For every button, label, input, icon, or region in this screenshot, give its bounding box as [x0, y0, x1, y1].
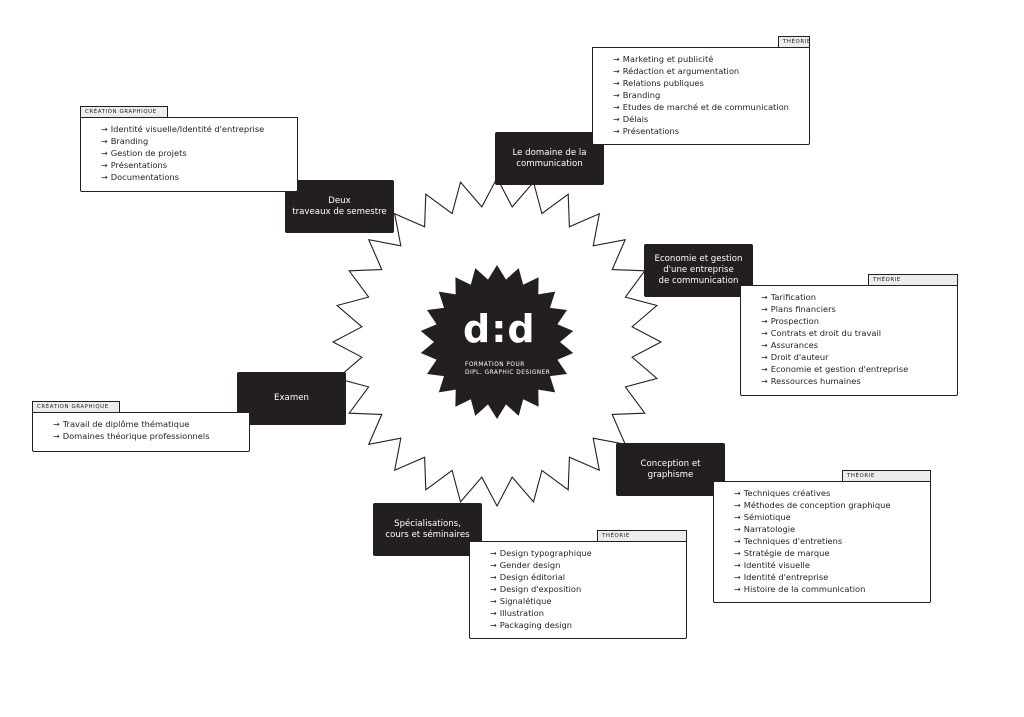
list-item: Gestion de projets: [101, 147, 187, 160]
list-item: Design éditorial: [490, 571, 565, 584]
list-item: Packaging design: [490, 619, 572, 632]
list-item: Documentations: [101, 171, 179, 184]
list-item: Marketing et publicité: [613, 53, 714, 66]
panel-creation-semestre: CRÉATION GRAPHIQUE Identité visuelle/Ide…: [80, 106, 298, 192]
list-item: Plans financiers: [761, 303, 836, 316]
logo-seal-shape: [420, 265, 574, 419]
list-item: Méthodes de conception graphique: [734, 499, 891, 512]
panel-tab: THÉORIE: [842, 470, 931, 481]
panel-theorie-domaine: THÉORIE Marketing et publicité Rédaction…: [592, 36, 810, 145]
list-item: Rédaction et argumentation: [613, 65, 739, 78]
outer-zigzag-ring: [331, 176, 663, 508]
list-item: Techniques d'entretiens: [734, 535, 842, 548]
node-economie-gestion: Economie et gestion d'une entreprise de …: [644, 244, 753, 297]
list-item: Branding: [101, 135, 149, 148]
list-item: Economie et gestion d'entreprise: [761, 363, 908, 376]
node-examen: Examen: [237, 372, 346, 425]
panel-tab: CRÉATION GRAPHIQUE: [32, 401, 120, 412]
list-item: Signalétique: [490, 595, 552, 608]
panel-theorie-specialisations: THÉORIE Design typographique Gender desi…: [469, 530, 687, 639]
list-item: Tarification: [761, 291, 816, 304]
list-item: Stratégie de marque: [734, 547, 830, 560]
node-specialisations: Spécialisations, cours et séminaires: [373, 503, 482, 556]
logo-subtitle: FORMATION POUR DIPL. GRAPHIC DESIGNER: [465, 362, 551, 376]
list-item: Assurances: [761, 339, 818, 352]
list-item: Branding: [613, 89, 661, 102]
list-item: Prospection: [761, 315, 819, 328]
list-item: Histoire de la communication: [734, 583, 866, 596]
node-domaine-communication: Le domaine de la communication: [495, 132, 604, 185]
panel-theorie-economie: THÉORIE Tarification Plans financiers Pr…: [740, 274, 958, 396]
list-item: Relations publiques: [613, 77, 704, 90]
panel-tab: THÉORIE: [597, 530, 687, 541]
list-item: Design d'exposition: [490, 583, 582, 596]
logo-mark: d:d: [463, 307, 536, 351]
panel-tab: THÉORIE: [778, 36, 810, 47]
list-item: Gender design: [490, 559, 561, 572]
list-item: Travail de diplôme thématique: [53, 418, 190, 431]
list-item: Ressources humaines: [761, 375, 861, 388]
panel-tab: THÉORIE: [868, 274, 958, 285]
list-item: Identité d'entreprise: [734, 571, 829, 584]
panel-creation-examen: CRÉATION GRAPHIQUE Travail de diplôme th…: [32, 401, 250, 452]
panel-tab: CRÉATION GRAPHIQUE: [80, 106, 168, 117]
list-item: Domaines théorique professionnels: [53, 430, 210, 443]
node-travaux-semestre: Deux traveaux de semestre: [285, 180, 394, 233]
list-item: Techniques créatives: [734, 487, 831, 500]
list-item: Illustration: [490, 607, 544, 620]
node-conception-graphisme: Conception et graphisme: [616, 443, 725, 496]
list-item: Droit d'auteur: [761, 351, 829, 364]
list-item: Présentations: [613, 125, 679, 138]
list-item: Identité visuelle: [734, 559, 810, 572]
list-item: Identité visuelle/Identité d'entreprise: [101, 123, 265, 136]
list-item: Contrats et droit du travail: [761, 327, 881, 340]
list-item: Narratologie: [734, 523, 795, 536]
panel-theorie-conception: THÉORIE Techniques créatives Méthodes de…: [713, 470, 931, 603]
list-item: Sémiotique: [734, 511, 791, 524]
list-item: Design typographique: [490, 547, 592, 560]
list-item: Etudes de marché et de communication: [613, 101, 789, 114]
list-item: Délais: [613, 113, 649, 126]
list-item: Présentations: [101, 159, 167, 172]
